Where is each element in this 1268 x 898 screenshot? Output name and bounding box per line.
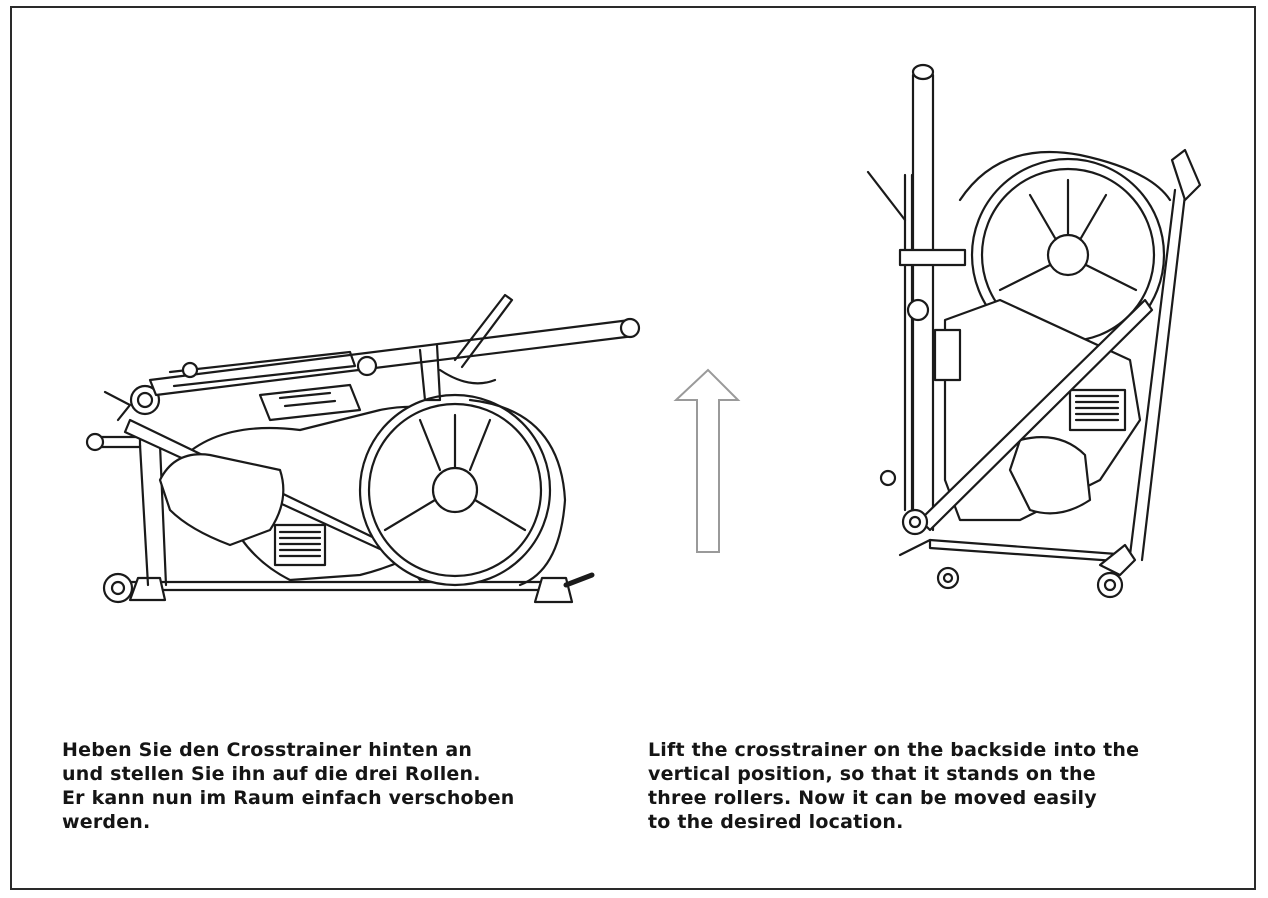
instruction-english-line: three rollers. Now it can be moved easil…	[648, 787, 1097, 809]
crosstrainer-upright-illustration	[866, 63, 1202, 599]
instruction-english-line: to the desired location.	[648, 811, 904, 833]
instruction-english-line: vertical position, so that it stands on …	[648, 763, 1096, 785]
instruction-english: Lift the crosstrainer on the backside in…	[648, 738, 1248, 834]
crosstrainer-lying-illustration	[85, 293, 641, 604]
instruction-german-line: Er kann nun im Raum einfach verschoben	[62, 787, 515, 809]
instruction-german-line: und stellen Sie ihn auf die drei Rollen.	[62, 763, 481, 785]
instruction-german-line: werden.	[62, 811, 151, 833]
instruction-german: Heben Sie den Crosstrainer hinten an und…	[62, 738, 632, 834]
instruction-german-line: Heben Sie den Crosstrainer hinten an	[62, 739, 473, 761]
up-arrow-icon	[673, 368, 741, 553]
instruction-english-line: Lift the crosstrainer on the backside in…	[648, 739, 1140, 761]
